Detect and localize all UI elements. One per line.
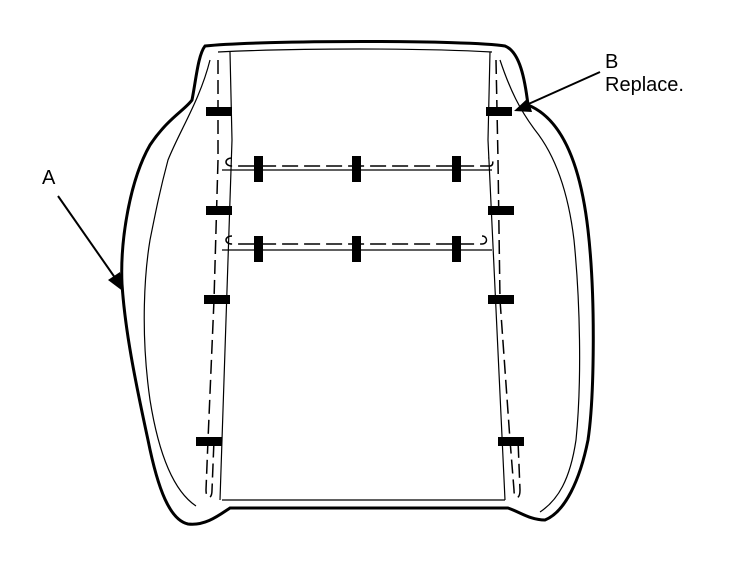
- upper-cross-wire: [225, 157, 494, 167]
- hog-ring[interactable]: [206, 206, 232, 215]
- hog-ring[interactable]: [488, 295, 514, 304]
- right-wire: [495, 59, 521, 499]
- leader-line-a: [57, 195, 119, 283]
- hog-ring[interactable]: [452, 236, 461, 262]
- inner-seam-right: [499, 59, 581, 513]
- leader-arrowhead-a: [108, 272, 124, 292]
- inner-seam-left: [143, 59, 211, 507]
- seat-cover-outline: [120, 40, 595, 526]
- hog-ring[interactable]: [254, 236, 263, 262]
- callout-b-note: Replace.: [605, 74, 684, 96]
- inner-panel-right: [487, 51, 506, 501]
- hog-ring[interactable]: [196, 437, 222, 446]
- left-wire: [205, 60, 219, 499]
- hog-ring[interactable]: [206, 107, 232, 116]
- callout-b-label: B: [605, 51, 619, 73]
- leader-arrowhead-b: [514, 98, 532, 112]
- hog-ring[interactable]: [452, 156, 461, 182]
- hog-ring[interactable]: [204, 295, 230, 304]
- inner-top-edge: [217, 48, 493, 53]
- callout-a-label: A: [42, 167, 56, 189]
- hog-ring[interactable]: [352, 156, 361, 182]
- hog-ring[interactable]: [486, 107, 512, 116]
- lower-cross-wire: [225, 235, 488, 245]
- hog-ring[interactable]: [254, 156, 263, 182]
- hog-ring[interactable]: [498, 437, 524, 446]
- leader-line-b: [523, 71, 601, 107]
- inner-panel-left: [219, 51, 233, 501]
- hog-ring[interactable]: [352, 236, 361, 262]
- hog-ring[interactable]: [488, 206, 514, 215]
